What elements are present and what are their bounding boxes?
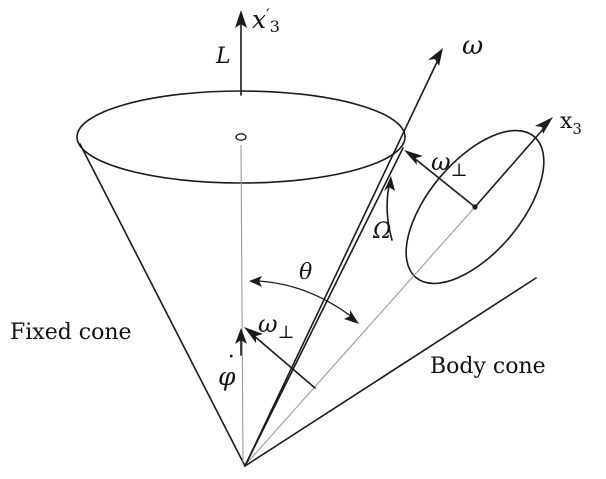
omega-label: ω (462, 31, 483, 61)
body-cone-ellipse (405, 129, 545, 285)
omega-perp-bottom-label: ω⊥ (258, 310, 295, 343)
body-cone-lower-side (244, 277, 537, 467)
x3-label: x3 (560, 109, 582, 138)
omega-perp-bottom-base: ω (258, 310, 278, 338)
omega-perp-top-label: ω⊥ (431, 148, 468, 181)
x3-prime-label: x′3 (252, 5, 280, 36)
body-cone-label: Body cone (430, 354, 546, 379)
fixed-cone-left-side (79, 143, 246, 467)
theta-label: θ (299, 260, 312, 285)
vertical-axis-inner (240, 144, 244, 463)
omega-axis (244, 48, 443, 467)
x3-sub: 3 (572, 120, 582, 138)
theta-arc-path (257, 280, 353, 318)
x3-prime-base: x (252, 5, 266, 34)
vertical-axis-arrowhead (235, 10, 247, 28)
Omega-arc-arrowhead (384, 176, 395, 191)
x3-axis (474, 117, 553, 208)
Omega-arc-path (386, 185, 393, 241)
omega-axis-arrowhead (428, 48, 443, 66)
vertical-axis (235, 10, 247, 463)
theta-arc (249, 276, 359, 324)
omega-perp-top-base: ω (431, 148, 451, 176)
x3-axis-arrowhead (535, 117, 553, 134)
omega-perp-bottom-line (252, 334, 316, 389)
theta-arc-right-arrowhead (344, 310, 359, 324)
Omega-arc (384, 176, 395, 241)
labels: x′3 L ω x3 ω⊥ Ω θ ω⊥ φ ˙ Fixed cone Body… (10, 5, 582, 391)
omega-perp-top-arrow (404, 150, 476, 208)
L-label: L (215, 44, 231, 69)
phi-dot-arrow (235, 328, 247, 356)
fixed-cone-label: Fixed cone (10, 320, 132, 345)
x3-base: x (560, 109, 573, 134)
fixed-cone-center-marker (235, 133, 247, 141)
fixed-cone-right-side (244, 147, 404, 467)
x3-prime-sup: ′ (266, 5, 270, 24)
omega-perp-top-line (413, 157, 476, 208)
body-cone (244, 129, 545, 467)
omega-axis-line (244, 61, 438, 467)
x3-prime-sub: 3 (270, 17, 280, 36)
body-cone-inner-line (246, 206, 476, 464)
omega-perp-top-sub: ⊥ (451, 160, 468, 181)
phi-dot-arrowhead (235, 328, 247, 344)
phi-dot-mark: ˙ (225, 351, 238, 380)
omega-perp-bottom-arrowhead (244, 327, 263, 343)
omega-perp-bottom-arrow (244, 327, 316, 389)
theta-arc-left-arrowhead (249, 276, 262, 287)
x3-axis-line (474, 126, 546, 208)
phi-dot-label: φ (218, 362, 236, 391)
omega-perp-bottom-sub: ⊥ (278, 322, 295, 343)
Omega-label: Ω (372, 219, 391, 244)
omega-perp-top-arrowhead (404, 150, 423, 165)
